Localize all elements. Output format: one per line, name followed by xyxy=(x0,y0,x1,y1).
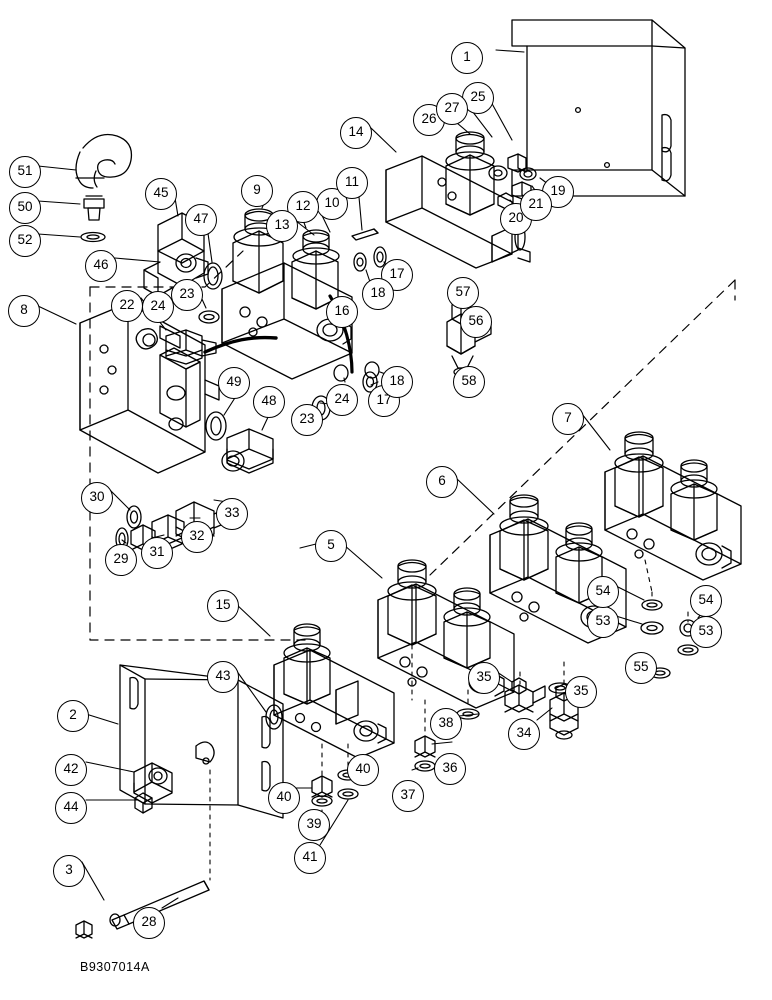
part-oring-49 xyxy=(205,411,227,441)
part-washer-30 xyxy=(126,505,142,529)
callout-32[interactable]: 32 xyxy=(181,521,213,553)
callout-47[interactable]: 47 xyxy=(185,204,217,236)
figure-number: B9307014A xyxy=(80,960,150,974)
section-divider xyxy=(89,250,736,641)
callout-9[interactable]: 9 xyxy=(241,175,273,207)
callout-14[interactable]: 14 xyxy=(340,117,372,149)
callout-41[interactable]: 41 xyxy=(294,842,326,874)
callout-51[interactable]: 51 xyxy=(9,156,41,188)
callout-39[interactable]: 39 xyxy=(298,809,330,841)
callout-50[interactable]: 50 xyxy=(9,192,41,224)
part-bolt-28 xyxy=(109,880,210,930)
callout-18a[interactable]: 18 xyxy=(362,278,394,310)
part-valve-9 xyxy=(221,208,353,380)
part-fitting-48 xyxy=(221,428,274,474)
callout-43[interactable]: 43 xyxy=(207,661,239,693)
part-valve-7 xyxy=(604,431,742,581)
alignment-dashes xyxy=(209,559,689,881)
callout-25[interactable]: 25 xyxy=(462,82,494,114)
callout-40b[interactable]: 40 xyxy=(347,754,379,786)
part-fitting-22 xyxy=(165,329,217,365)
callout-24a[interactable]: 24 xyxy=(142,291,174,323)
callout-53a[interactable]: 53 xyxy=(587,606,619,638)
part-manifold-8 xyxy=(79,302,220,474)
callout-37[interactable]: 37 xyxy=(392,780,424,812)
callout-1[interactable]: 1 xyxy=(451,42,483,74)
part-oring-24b xyxy=(333,364,349,382)
callout-53b[interactable]: 53 xyxy=(690,616,722,648)
part-bracket-2 xyxy=(119,664,284,819)
callout-18b[interactable]: 18 xyxy=(381,366,413,398)
callout-54b[interactable]: 54 xyxy=(690,585,722,617)
part-washer-41 xyxy=(337,788,359,800)
callout-8[interactable]: 8 xyxy=(8,295,40,327)
part-washer-37 xyxy=(414,760,436,772)
callout-27[interactable]: 27 xyxy=(436,93,468,125)
part-washer-18b xyxy=(364,361,380,379)
callout-38[interactable]: 38 xyxy=(430,708,462,740)
callout-7[interactable]: 7 xyxy=(552,403,584,435)
part-nut-39 xyxy=(311,775,333,798)
part-handle-51 xyxy=(75,133,133,189)
callout-57[interactable]: 57 xyxy=(447,277,479,309)
callout-16[interactable]: 16 xyxy=(326,296,358,328)
callout-52[interactable]: 52 xyxy=(9,225,41,257)
leader-lines xyxy=(37,49,717,909)
part-bracket-1 xyxy=(511,19,686,197)
part-oring-54a xyxy=(641,599,663,611)
hose-left xyxy=(203,335,278,354)
callout-21[interactable]: 21 xyxy=(520,189,552,221)
callout-35b[interactable]: 35 xyxy=(565,676,597,708)
callout-3[interactable]: 3 xyxy=(53,855,85,887)
callout-6[interactable]: 6 xyxy=(426,466,458,498)
callout-24b[interactable]: 24 xyxy=(326,384,358,416)
callout-36[interactable]: 36 xyxy=(434,753,466,785)
callout-54a[interactable]: 54 xyxy=(587,576,619,608)
part-washer-40a xyxy=(311,795,333,807)
callout-23b[interactable]: 23 xyxy=(291,404,323,436)
callout-12[interactable]: 12 xyxy=(287,191,319,223)
callout-40a[interactable]: 40 xyxy=(268,782,300,814)
callout-15[interactable]: 15 xyxy=(207,590,239,622)
callout-49[interactable]: 49 xyxy=(218,367,250,399)
callout-2[interactable]: 2 xyxy=(57,700,89,732)
callout-35a[interactable]: 35 xyxy=(468,662,500,694)
part-fitting-35a xyxy=(504,677,546,713)
callout-5[interactable]: 5 xyxy=(315,530,347,562)
callout-28[interactable]: 28 xyxy=(133,907,165,939)
part-oring-47 xyxy=(203,262,223,290)
part-valve-5 xyxy=(377,559,515,709)
callout-55[interactable]: 55 xyxy=(625,652,657,684)
callout-29[interactable]: 29 xyxy=(105,544,137,576)
part-washer-17a xyxy=(373,246,387,268)
part-valve-15 xyxy=(273,623,395,759)
part-nut-3 xyxy=(75,920,93,939)
part-switch-42 xyxy=(133,762,173,814)
callout-45[interactable]: 45 xyxy=(145,178,177,210)
part-pin-11 xyxy=(351,228,379,241)
callout-58[interactable]: 58 xyxy=(453,366,485,398)
part-plug-50 xyxy=(83,195,105,221)
callout-48[interactable]: 48 xyxy=(253,386,285,418)
callout-30[interactable]: 30 xyxy=(81,482,113,514)
callout-23a[interactable]: 23 xyxy=(171,279,203,311)
part-valve-14 xyxy=(385,131,537,269)
part-washer-52 xyxy=(80,231,106,243)
callout-11[interactable]: 11 xyxy=(336,167,368,199)
callout-33[interactable]: 33 xyxy=(216,498,248,530)
part-oring-23a xyxy=(198,310,220,324)
callout-22[interactable]: 22 xyxy=(111,290,143,322)
callout-46[interactable]: 46 xyxy=(85,250,117,282)
callout-34[interactable]: 34 xyxy=(508,718,540,750)
callout-56[interactable]: 56 xyxy=(460,306,492,338)
part-oring-53a xyxy=(640,621,664,635)
callout-44[interactable]: 44 xyxy=(55,792,87,824)
part-washer-18a xyxy=(353,252,367,272)
callout-42[interactable]: 42 xyxy=(55,754,87,786)
part-nut-36 xyxy=(414,735,436,758)
callout-31[interactable]: 31 xyxy=(141,537,173,569)
callout-13[interactable]: 13 xyxy=(266,210,298,242)
part-oring-53b xyxy=(677,644,699,656)
